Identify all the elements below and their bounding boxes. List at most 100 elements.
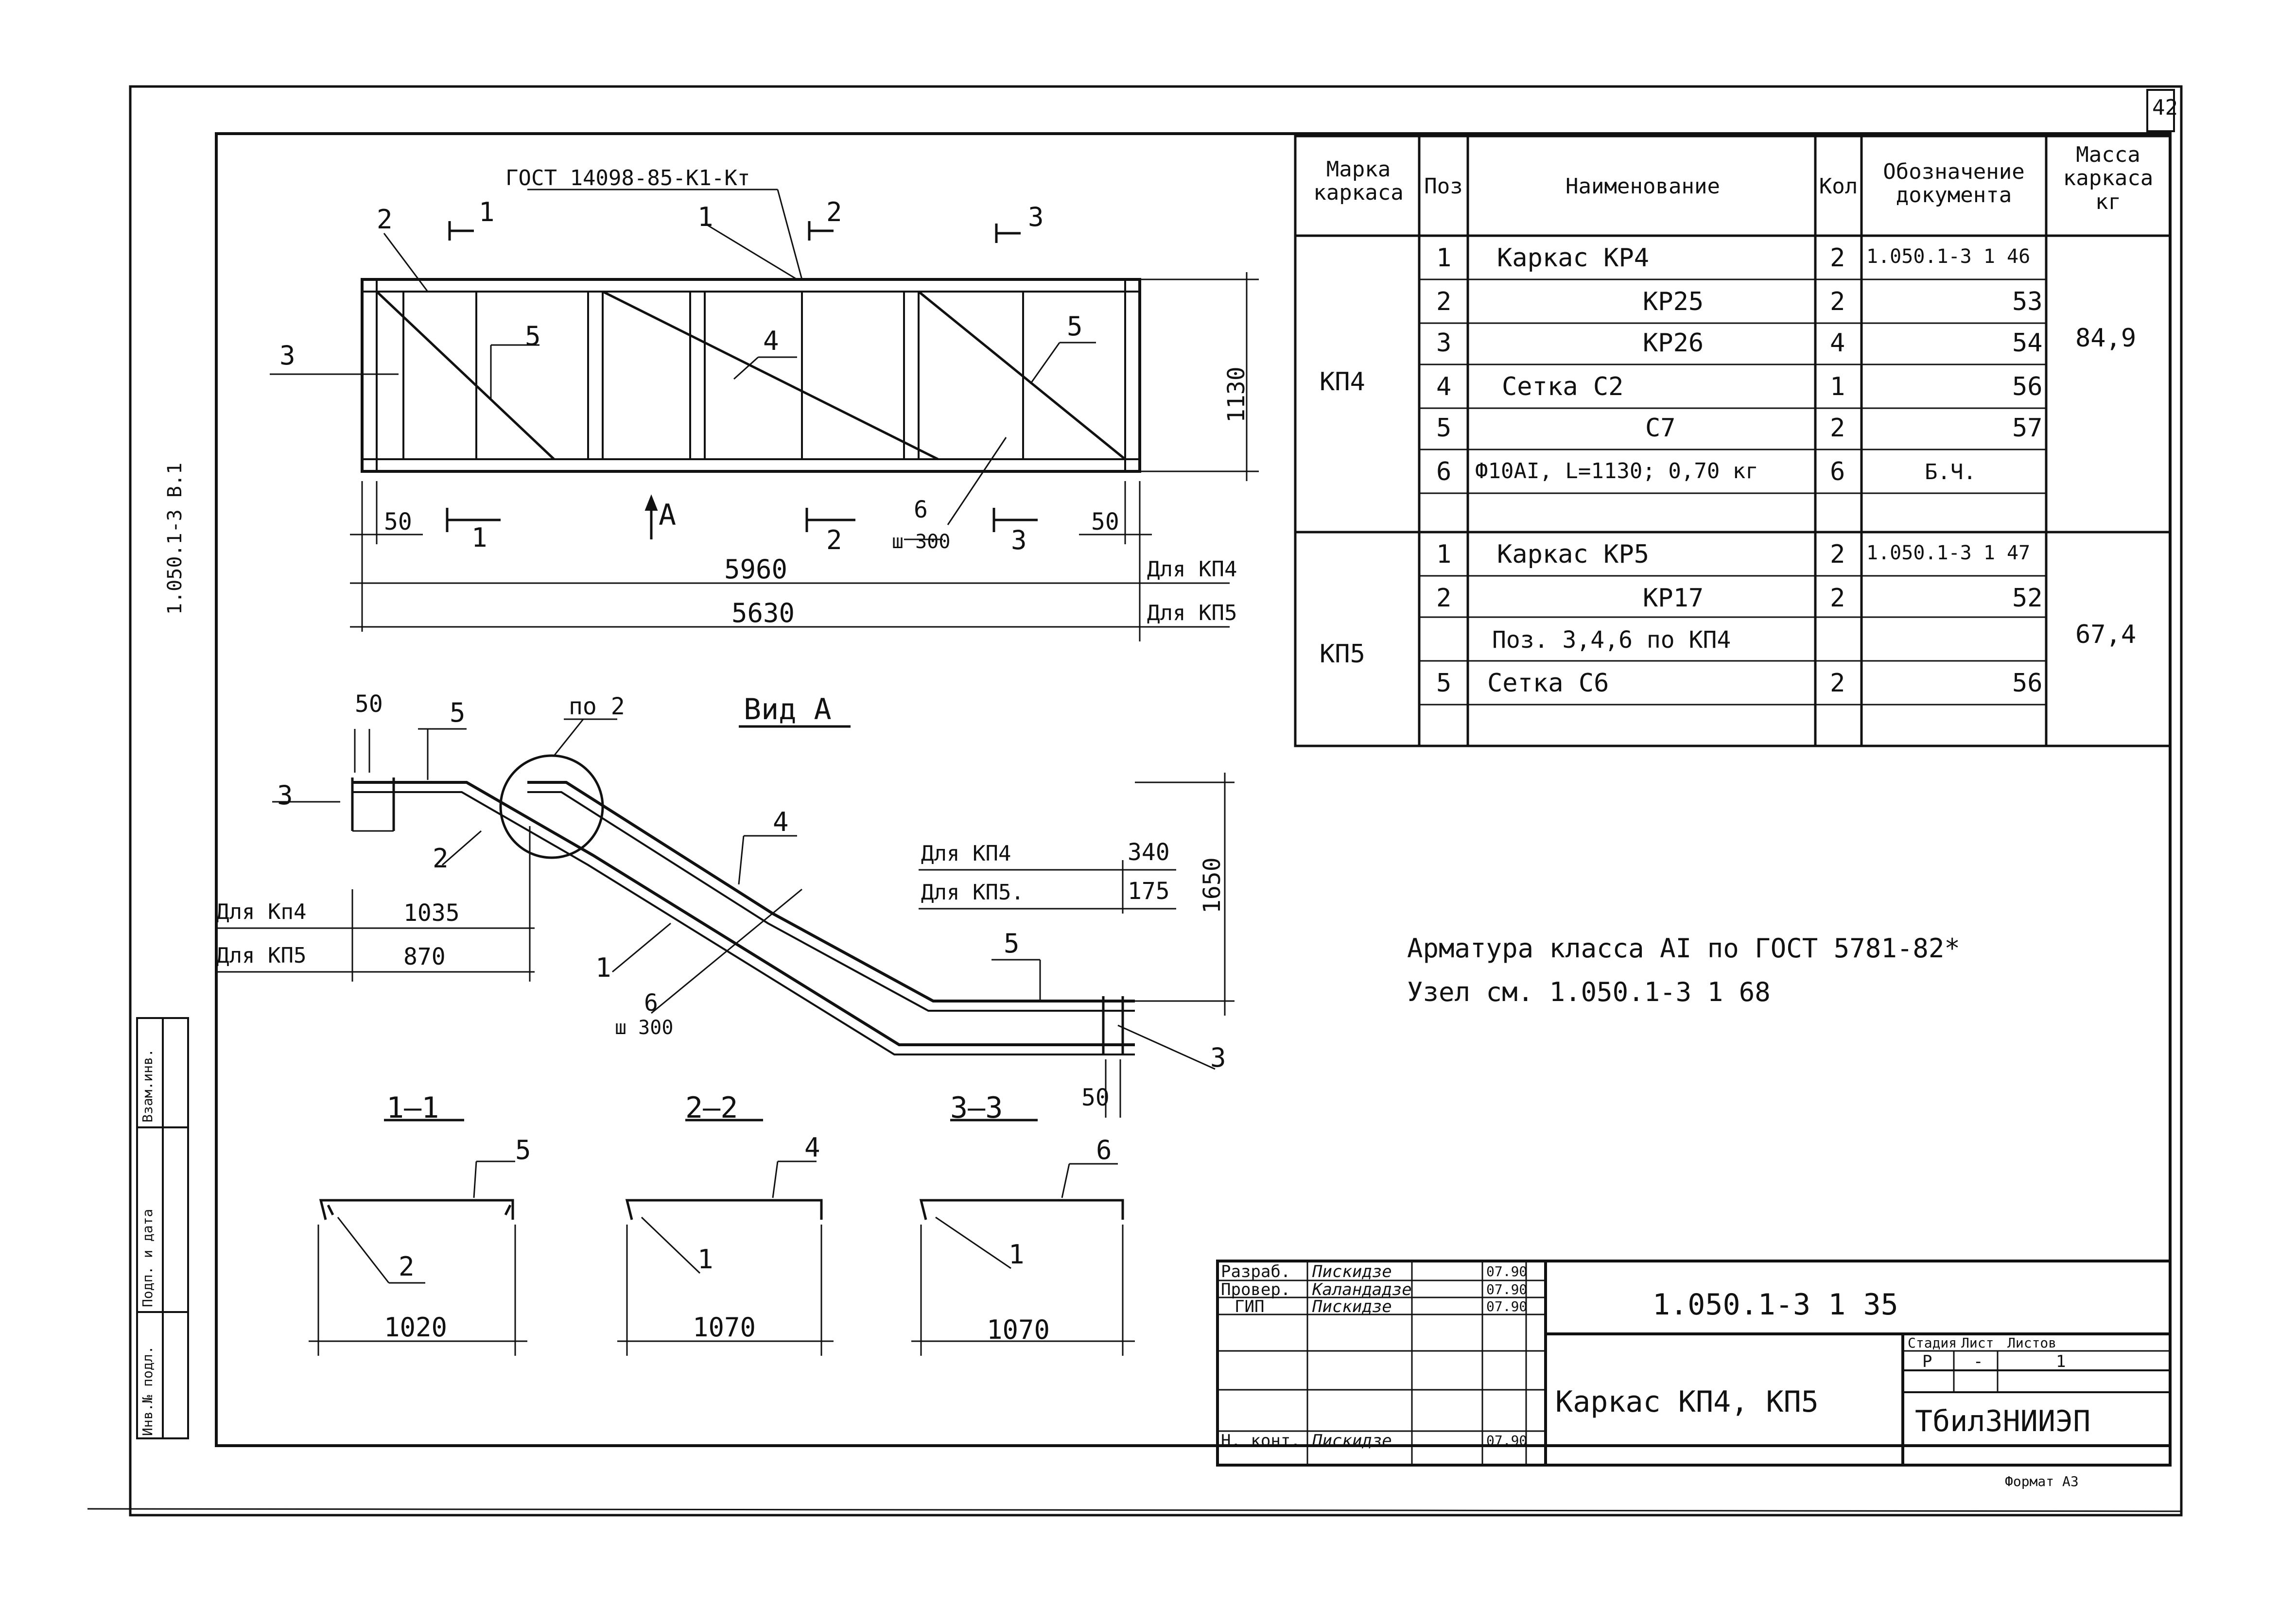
spec-header-doc: Обозначение документа — [1883, 159, 2025, 208]
stage-label: Стадия — [1908, 1335, 1957, 1351]
spec-header-pos: Поз — [1424, 174, 1463, 199]
view-a-pos-1: 1 — [595, 952, 611, 983]
plan-pos-6: 6 — [914, 496, 928, 523]
note-node: Узел см. 1.050.1-3 1 68 — [1407, 977, 1771, 1007]
plan-section-bot-2: 2 — [826, 525, 842, 555]
plan-pos-2: 2 — [377, 204, 393, 235]
sheet-frame — [87, 85, 2183, 1517]
spec-group-mark-kp5: КП5 — [1320, 639, 1365, 669]
side-stamp — [136, 1017, 189, 1439]
spec-row-pos: 3 — [1436, 328, 1452, 358]
spec-row-name: КР26 — [1643, 328, 1704, 358]
plan-section-top-2: 2 — [826, 197, 842, 227]
spec-row-qty: 2 — [1830, 669, 1845, 698]
section-3-bottom-pos: 1 — [1009, 1239, 1025, 1270]
staff-role: Н. конт. — [1221, 1431, 1301, 1451]
section-3-width: 1070 — [987, 1314, 1050, 1345]
view-a-pos-2: 2 — [433, 843, 449, 874]
spec-row-name: Поз. 3,4,6 по КП4 — [1492, 626, 1731, 654]
organization: ТбилЗНИИЭП — [1915, 1404, 2091, 1438]
section-1-title: 1—1 — [386, 1091, 439, 1125]
sheet-value: - — [1973, 1352, 1983, 1371]
side-stamp-label-3: Взам.инв. — [139, 1049, 156, 1123]
staff-role: ГИП — [1235, 1297, 1265, 1316]
spec-row-qty: 2 — [1830, 414, 1845, 443]
spec-table-grid — [1294, 135, 2172, 747]
view-a-pos-6: 6 — [644, 989, 658, 1017]
view-a-node-label: по 2 — [569, 693, 625, 720]
view-a-dim-top: 50 — [355, 691, 383, 718]
sections — [309, 1119, 1135, 1356]
spec-header-qty: Кол — [1819, 174, 1858, 199]
sheet-number: 42 — [2152, 95, 2178, 120]
spec-row-name: Каркас КР4 — [1497, 243, 1650, 273]
spec-group-mass-kp5: 67,4 — [2075, 620, 2137, 649]
spec-row-doc: 1.050.1-3 1 46 — [1866, 245, 2031, 268]
doc-code: 1.050.1-3 1 35 — [1652, 1288, 1898, 1322]
spec-row-qty: 2 — [1830, 243, 1845, 273]
view-a-pos-4: 4 — [773, 807, 789, 837]
spec-row-qty: 4 — [1830, 328, 1845, 358]
view-a-left-kp5-label: Для КП5 — [216, 943, 307, 968]
sheets-value: 1 — [2056, 1352, 2066, 1371]
spec-header-mass: Масса каркаса кг — [2063, 142, 2154, 214]
staff-name: Каландадзе — [1312, 1280, 1412, 1299]
spec-row-pos: 5 — [1436, 414, 1452, 443]
spec-row-name: С7 — [1645, 414, 1676, 443]
spec-group-mass-kp4: 84,9 — [2075, 324, 2137, 353]
spec-row-doc: Б.Ч. — [1925, 460, 1976, 484]
spec-row-qty: 6 — [1830, 457, 1845, 486]
view-a-right-kp5-label: Для КП5. — [921, 880, 1024, 905]
section-1-top-pos: 5 — [515, 1135, 531, 1165]
spec-row-pos: 1 — [1436, 540, 1452, 569]
note-reinforcement: Арматура класса АI по ГОСТ 5781-82* — [1407, 933, 1960, 964]
plan-height-dim: 1130 — [1223, 366, 1250, 423]
plan-pos-1: 1 — [697, 202, 713, 232]
staff-date: 07.90 — [1486, 1281, 1528, 1297]
plan-pos-5b: 5 — [1067, 311, 1083, 342]
standard-ref: ГОСТ 14098-85-К1-Кт — [505, 166, 750, 190]
plan-section-bot-1: 1 — [471, 522, 487, 553]
spec-header-name: Наименование — [1565, 174, 1720, 199]
staff-name: Пискидзе — [1312, 1431, 1392, 1451]
plan-length-kp5: 5630 — [731, 598, 795, 628]
spec-row-pos: 5 — [1436, 669, 1452, 698]
spec-row-qty: 2 — [1830, 540, 1845, 569]
spec-row-name: Сетка С2 — [1502, 372, 1624, 401]
view-a-dim-bottom: 50 — [1081, 1084, 1110, 1111]
staff-role: Разраб. — [1221, 1262, 1291, 1281]
view-a-height-dim: 1650 — [1199, 857, 1226, 914]
section-1-bottom-pos: 2 — [399, 1251, 415, 1282]
title-block-grid — [1216, 1260, 2172, 1467]
stage-value: Р — [1922, 1352, 1932, 1371]
plan-dim-right: 50 — [1091, 508, 1119, 536]
plan-view — [270, 189, 1259, 641]
section-1-width: 1020 — [384, 1312, 448, 1343]
side-code: 1.050.1-3 В.1 — [164, 462, 186, 615]
staff-name: Пискидзе — [1312, 1297, 1392, 1316]
spec-row-name: КР17 — [1643, 584, 1704, 613]
staff-date: 07.90 — [1486, 1298, 1528, 1314]
spec-row-name: Ф10АI, L=1130; 0,70 кг — [1475, 459, 1758, 484]
sheets-label: Листов — [2007, 1335, 2057, 1351]
spec-row-qty: 2 — [1830, 584, 1845, 613]
spec-row-doc: 52 — [2012, 584, 2043, 613]
spec-row-pos: 6 — [1436, 457, 1452, 486]
plan-dim-left: 50 — [384, 508, 412, 536]
view-a-right-kp5-value: 175 — [1128, 878, 1170, 905]
section-2-bottom-pos: 1 — [697, 1244, 713, 1275]
spec-row-pos: 4 — [1436, 372, 1452, 401]
side-stamp-label-1: Инв.№ подл. — [139, 1346, 156, 1436]
section-2-title: 2—2 — [685, 1091, 738, 1125]
view-a-left-kp5-value: 870 — [403, 943, 446, 970]
sheet-format: Формат А3 — [2005, 1473, 2079, 1489]
spec-header-mark: Марка каркаса — [1313, 157, 1404, 206]
plan-pos-3: 3 — [279, 340, 296, 371]
section-2-width: 1070 — [693, 1312, 756, 1343]
plan-view-arrow: А — [659, 498, 677, 532]
spec-row-qty: 2 — [1830, 287, 1845, 316]
view-a-pos-3a: 3 — [277, 780, 293, 811]
spec-row-doc: 53 — [2012, 287, 2043, 316]
spec-row-qty: 1 — [1830, 372, 1845, 401]
